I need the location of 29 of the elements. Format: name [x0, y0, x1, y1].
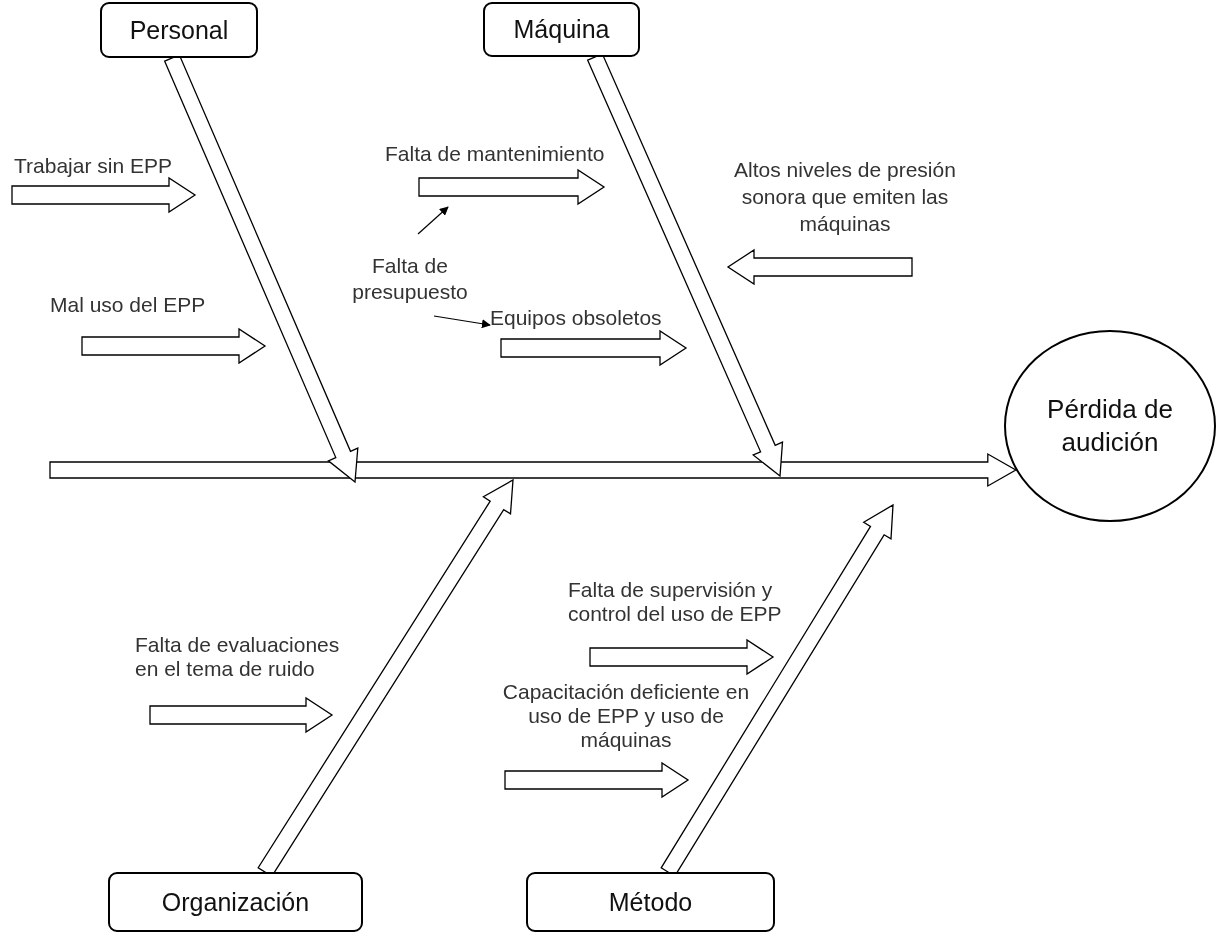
cause-text: Falta de mantenimiento: [385, 142, 606, 166]
cause-text: Falta de presupuesto: [351, 253, 469, 305]
cause-arrow: [500, 329, 688, 367]
cause-arrow: [418, 168, 606, 206]
cause-text: Mal uso del EPP: [50, 293, 207, 317]
pointer-arrow: [417, 206, 449, 235]
category-label: Organización: [161, 887, 310, 917]
category-box: [108, 872, 363, 932]
category-label: Máquina: [513, 15, 610, 44]
category-box: [100, 2, 258, 58]
cause-arrow: [149, 696, 334, 734]
category-label: Método: [608, 887, 693, 917]
cause-text: Falta de supervisión y control del uso de EPP: [568, 578, 783, 626]
cause-arrow: [11, 176, 197, 214]
cause-text: Falta de evaluaciones en el tema de ruido: [135, 633, 341, 681]
category-box: [483, 2, 640, 57]
cause-text: Trabajar sin EPP: [14, 154, 173, 178]
cause-arrow: [504, 761, 690, 799]
effect-label: Pérdida de audición: [1046, 393, 1174, 459]
cause-text: Altos niveles de presión sonora que emiten las máquinas: [733, 157, 957, 237]
cause-arrow: [589, 638, 775, 676]
pointer-arrow: [433, 315, 491, 329]
cause-text: Equipos obsoletos: [490, 306, 663, 330]
cause-arrow: [726, 248, 913, 286]
category-box: [526, 872, 775, 932]
cause-arrow: [81, 327, 267, 365]
category-label: Personal: [129, 15, 229, 45]
cause-text: Capacitación deficiente en uso de EPP y uso de máquinas: [501, 680, 751, 752]
spine-arrow: [49, 452, 1018, 488]
